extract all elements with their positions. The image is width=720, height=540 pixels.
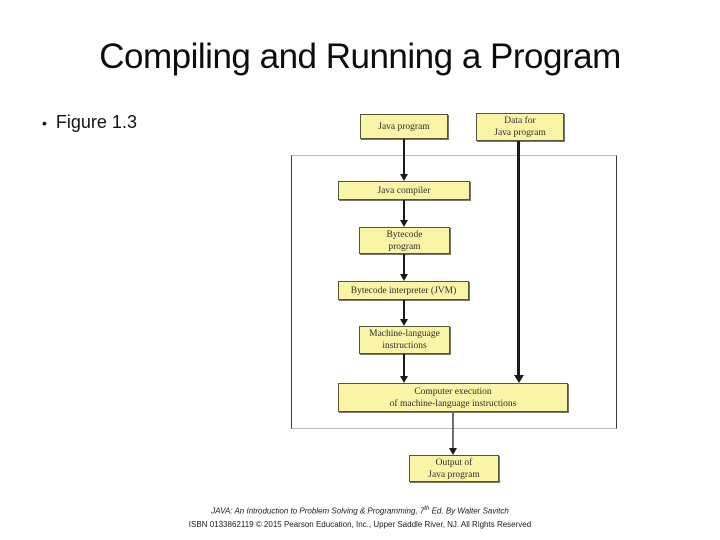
node-data-for-java-program: Data for Java program — [476, 113, 564, 141]
page-title: Compiling and Running a Program — [99, 37, 621, 76]
arrow-shaft — [403, 254, 405, 274]
arrow-shaft — [452, 412, 454, 448]
footer-line1: JAVA: An Introduction to Problem Solving… — [211, 506, 509, 516]
arrow-shaft — [403, 200, 405, 220]
node-output-of-java-program: Output of Java program — [409, 455, 499, 482]
bullet-label: Figure 1.3 — [55, 112, 137, 132]
figure-frame — [291, 155, 617, 429]
footer-line2: ISBN 0133862119 © 2015 Pearson Education… — [188, 519, 532, 529]
arrow-shaft — [403, 354, 405, 376]
bullet-line: • Figure 1.3 — [42, 112, 137, 133]
node-bytecode-program: Bytecode program — [359, 227, 450, 254]
arrow-head-icon — [514, 375, 524, 383]
arrow-shaft — [403, 139, 405, 174]
node-computer-execution: Computer execution of machine-language i… — [338, 383, 568, 412]
footer-credits: JAVA: An Introduction to Problem Solving… — [0, 503, 720, 531]
arrow-shaft — [517, 141, 520, 375]
arrow-head-icon — [449, 448, 457, 455]
node-java-program: Java program — [360, 114, 448, 139]
node-machine-language-instructions: Machine-language instructions — [359, 326, 450, 354]
arrow-head-icon — [400, 376, 408, 383]
node-java-compiler: Java compiler — [338, 181, 470, 200]
arrow-head-icon — [400, 319, 408, 326]
arrow-head-icon — [400, 274, 408, 281]
arrow-head-icon — [400, 174, 408, 181]
node-bytecode-interpreter: Bytecode interpreter (JVM) — [338, 281, 469, 300]
arrow-head-icon — [400, 220, 408, 227]
arrow-shaft — [403, 300, 405, 319]
bullet-icon: • — [42, 114, 47, 131]
